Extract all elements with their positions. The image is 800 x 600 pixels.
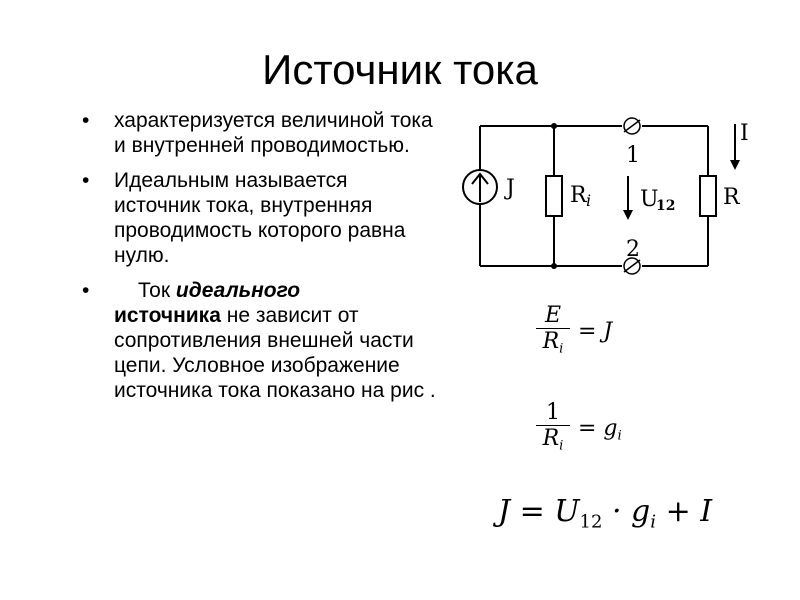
node-1-label: 1 <box>626 143 640 168</box>
junction-dot <box>551 263 557 269</box>
load-resistor <box>699 175 717 217</box>
bullet-text: характеризуется величиной тока и внутрен… <box>114 109 433 157</box>
internal-resistor <box>545 175 563 217</box>
formula-1-numerator: E <box>544 303 562 328</box>
bullet-text: Идеальным называется источник тока, внут… <box>114 169 406 267</box>
formula-2-denominator: R <box>542 426 560 451</box>
voltage-sub: 12 <box>656 198 675 214</box>
bullet-marker: • <box>82 109 90 132</box>
formula-1-denominator: R <box>542 329 560 354</box>
current-arrow-icon <box>730 124 740 170</box>
terminal-2 <box>623 257 641 275</box>
source-label: J <box>504 176 515 201</box>
formula-current-balance: J = U12 · gi + I <box>498 494 712 532</box>
formula-1-denominator-sub: i <box>559 341 564 357</box>
bullet-marker: • <box>82 279 90 302</box>
voltage-label: U <box>640 187 659 212</box>
internal-resistor-label: R <box>570 183 588 208</box>
internal-resistor-sub: i <box>586 191 591 210</box>
formula-3-lhs: J = U <box>498 494 580 529</box>
bullet-rest: не зависит от сопротивления внешней част… <box>114 304 436 402</box>
slide-title: Источник тока <box>262 46 538 93</box>
node-2-label: 2 <box>626 237 640 262</box>
bullet-item-1: • характеризуется величиной тока и внутр… <box>78 108 438 158</box>
bullet-bold: источника <box>114 304 221 327</box>
bullet-italic-bold: идеального <box>175 279 301 302</box>
current-source-icon <box>462 169 498 205</box>
formula-1-rhs: = J <box>578 319 613 344</box>
formula-3-end: + I <box>665 494 713 529</box>
voltage-arrow-icon <box>623 176 633 220</box>
bullet-list: • характеризуется величиной тока и внутр… <box>78 108 438 413</box>
formula-2-rhs: = g <box>578 416 618 441</box>
formula-3-mid: · g <box>611 494 651 529</box>
terminal-1 <box>623 117 641 135</box>
bullet-marker: • <box>82 169 90 192</box>
bullet-lead: Ток <box>138 279 176 302</box>
load-resistor-label: R <box>723 185 741 210</box>
current-source-circuit: J R i 1 2 U 12 R I <box>462 117 749 275</box>
current-label: I <box>740 121 749 146</box>
formula-3-g-sub: i <box>650 511 657 533</box>
bullet-item-2: • Идеальным называется источник тока, вн… <box>78 168 438 268</box>
formula-2-rhs-sub: i <box>617 428 622 444</box>
junction-dot <box>551 123 557 129</box>
formula-2-numerator: 1 <box>546 400 560 425</box>
formula-2-denominator-sub: i <box>559 438 564 454</box>
formula-3-u-sub: 12 <box>579 511 603 533</box>
